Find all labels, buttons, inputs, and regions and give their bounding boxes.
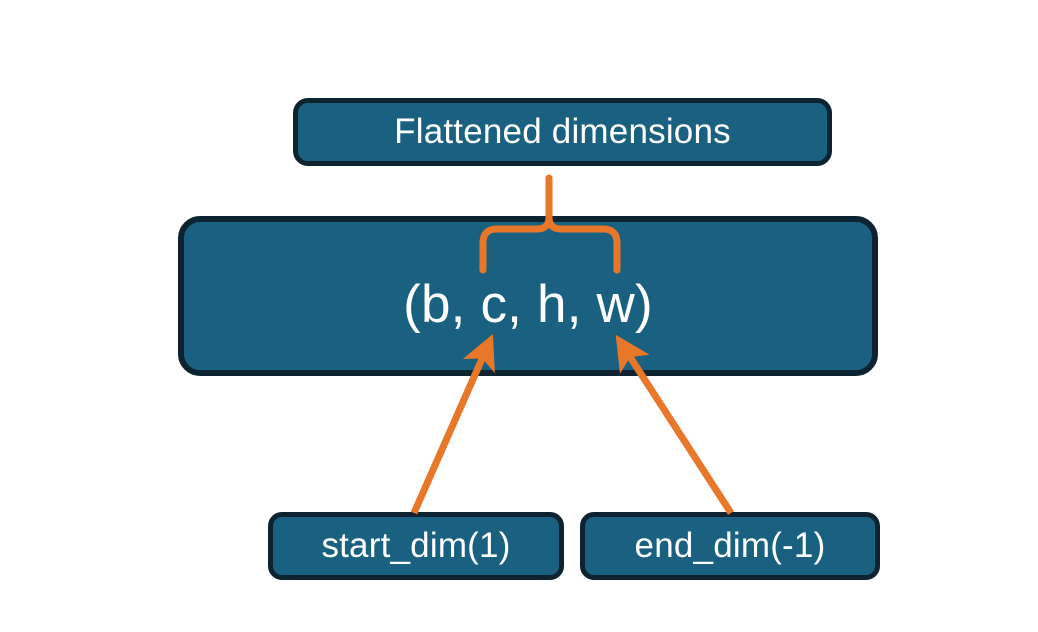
node-tensor-shape[interactable]: (b, c, h, w) [178,216,878,376]
node-start-dim[interactable]: start_dim(1) [268,512,564,580]
node-end-dim[interactable]: end_dim(-1) [580,512,880,580]
node-flattened-dimensions[interactable]: Flattened dimensions [293,98,832,166]
node-tensor-shape-label: (b, c, h, w) [403,274,653,334]
node-end-dim-label: end_dim(-1) [634,526,826,565]
node-start-dim-label: start_dim(1) [321,526,511,565]
node-flattened-dimensions-label: Flattened dimensions [394,112,731,151]
